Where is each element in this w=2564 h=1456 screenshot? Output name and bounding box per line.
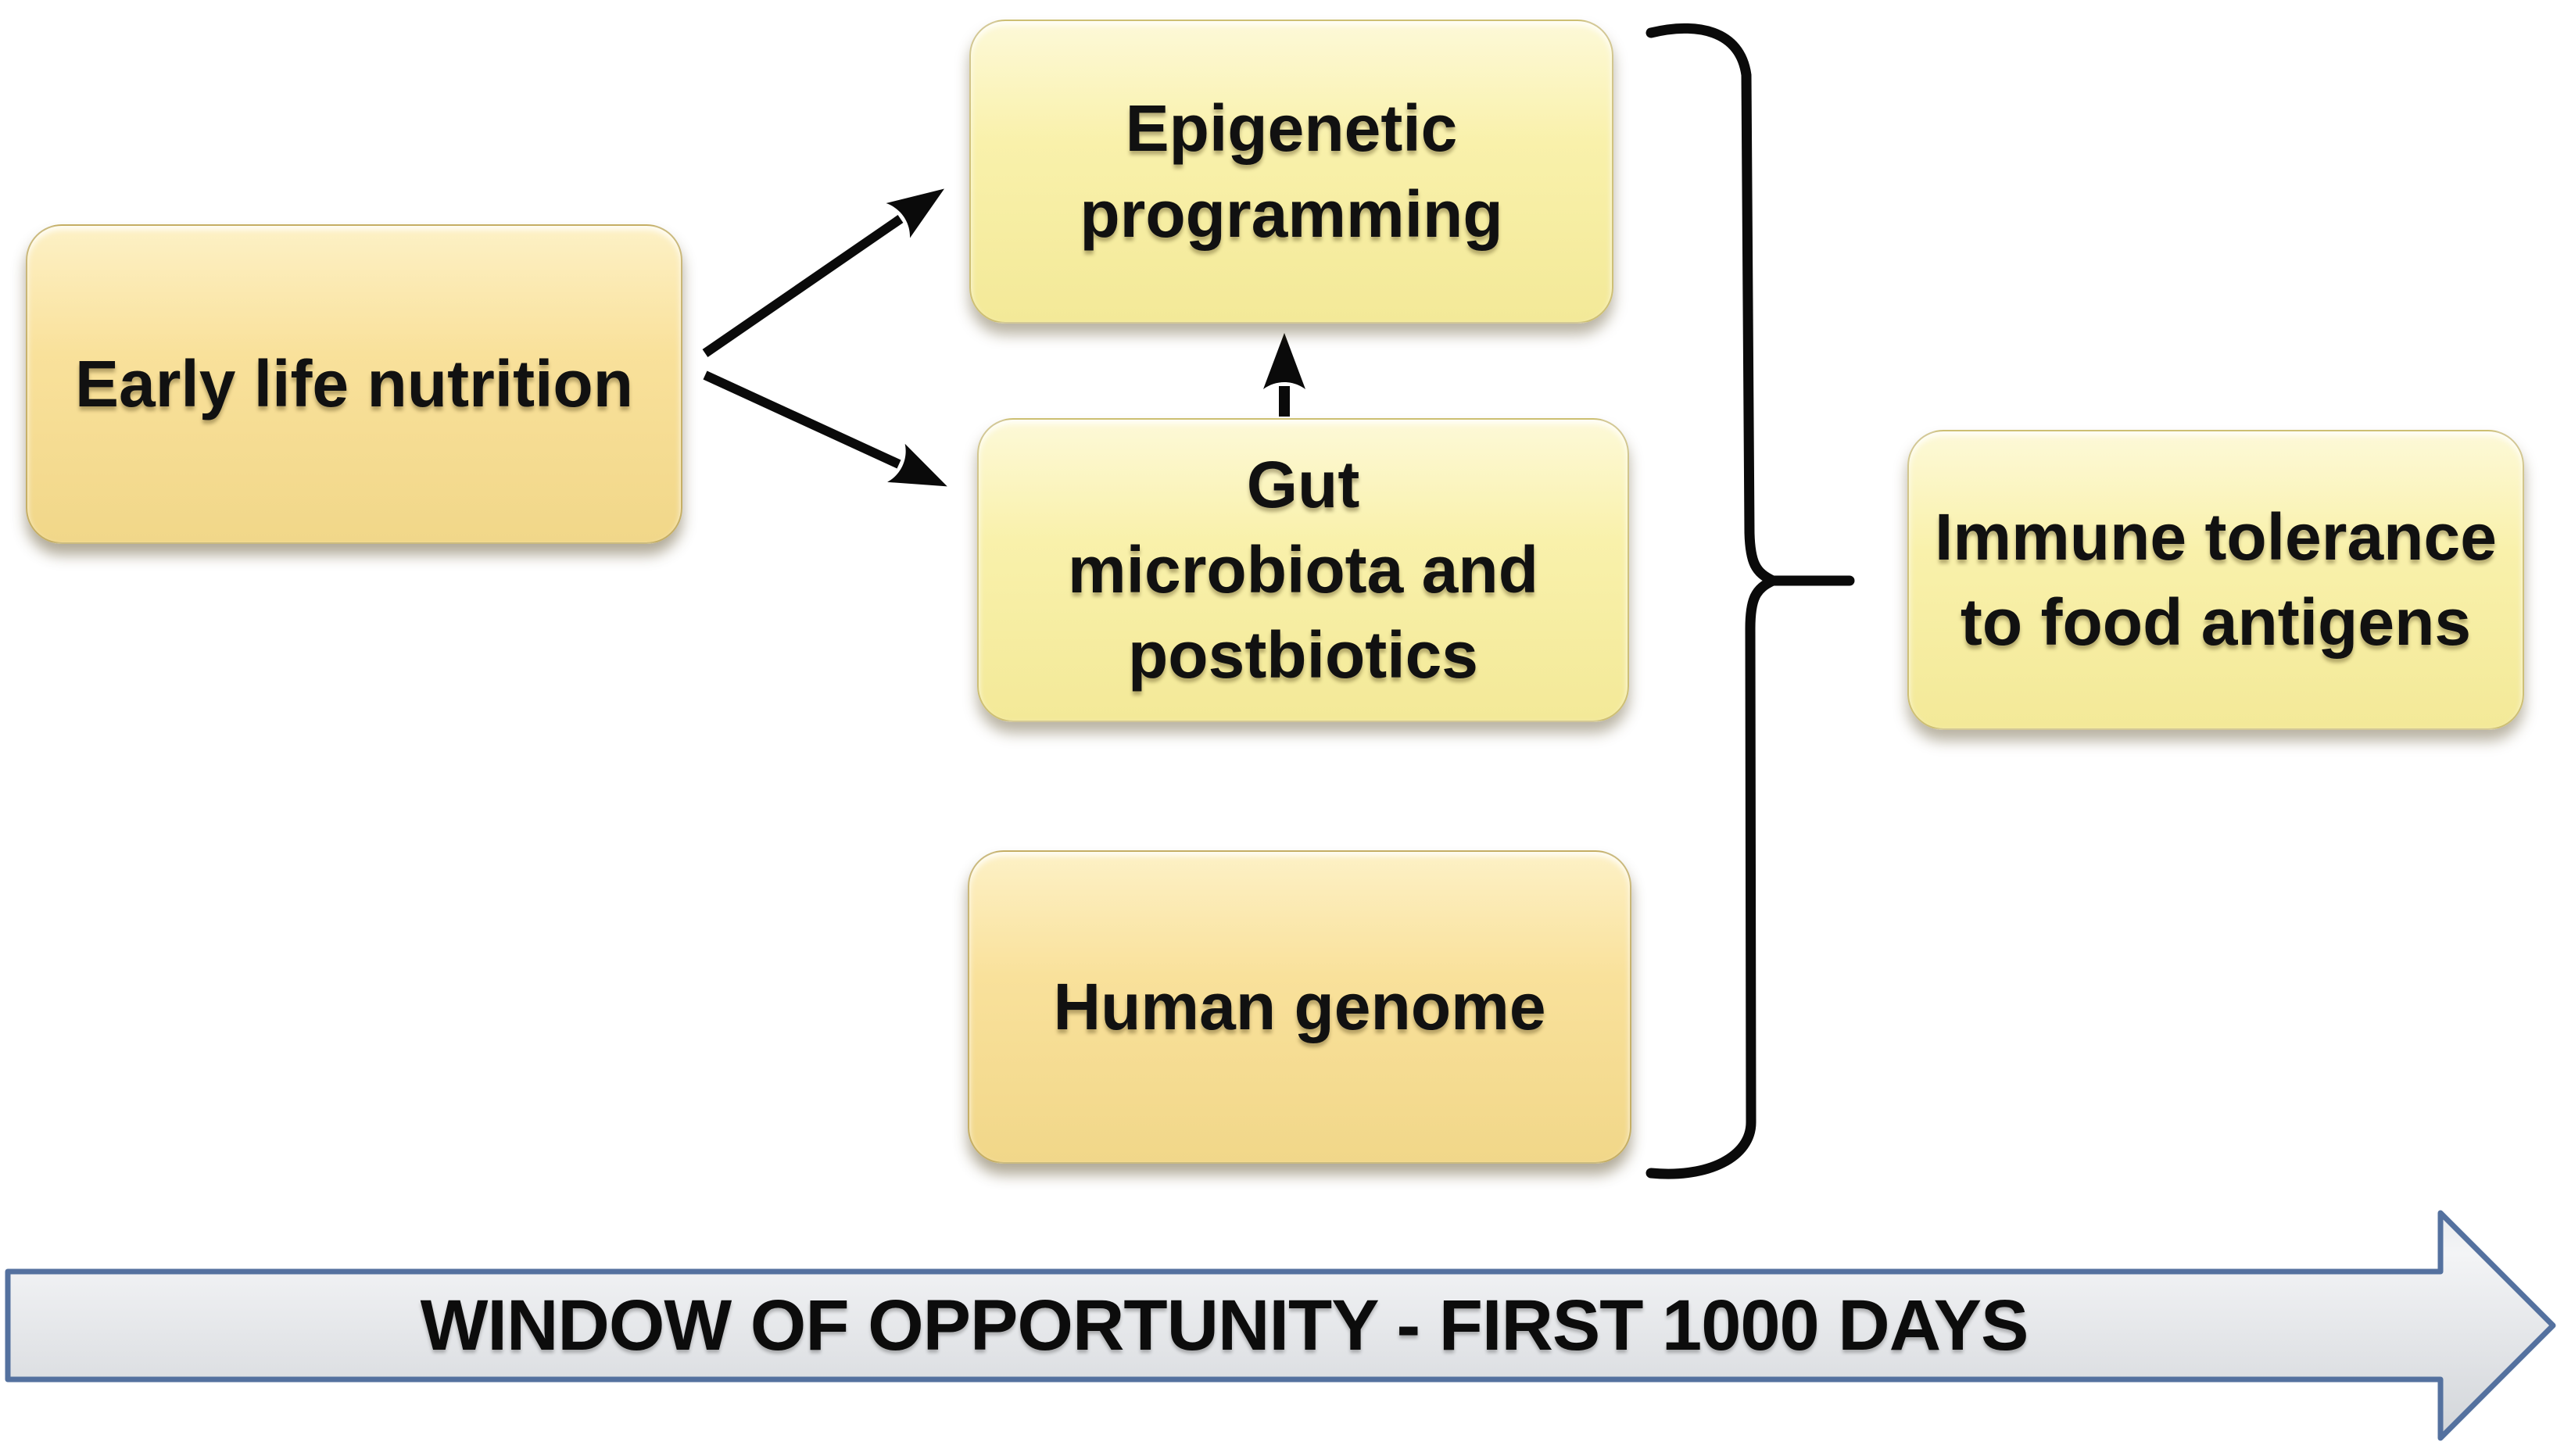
node-label: Early life nutrition: [74, 346, 634, 420]
timeline-label: WINDOW OF OPPORTUNITY - FIRST 1000 DAYS: [420, 1285, 2029, 1365]
curly-brace: [1645, 23, 1785, 1179]
node-early-life-nutrition: Early life nutrition: [26, 224, 682, 544]
node-label: postbiotics: [1127, 618, 1478, 692]
arrow-early-to-gut: [703, 370, 947, 487]
node-label: Gut: [1246, 447, 1360, 521]
arrow-early-to-epigenetic: [702, 188, 945, 357]
node-human-genome: Human genome: [968, 850, 1631, 1164]
node-label: Immune tolerance: [1935, 499, 2497, 574]
node-immune-tolerance: Immune tolerance to food antigens: [1907, 430, 2524, 730]
timeline-arrow-shape: [5, 1210, 2556, 1441]
node-label: Human genome: [1053, 969, 1546, 1043]
node-label: programming: [1080, 177, 1503, 251]
node-label: microbiota and: [1067, 532, 1539, 606]
node-epigenetic-programming: Epigenetic programming: [969, 20, 1613, 324]
node-gut-microbiota-postbiotics: Gut microbiota and postbiotics: [977, 418, 1629, 722]
node-label: to food antigens: [1960, 585, 2472, 659]
node-label: Epigenetic: [1125, 91, 1458, 166]
